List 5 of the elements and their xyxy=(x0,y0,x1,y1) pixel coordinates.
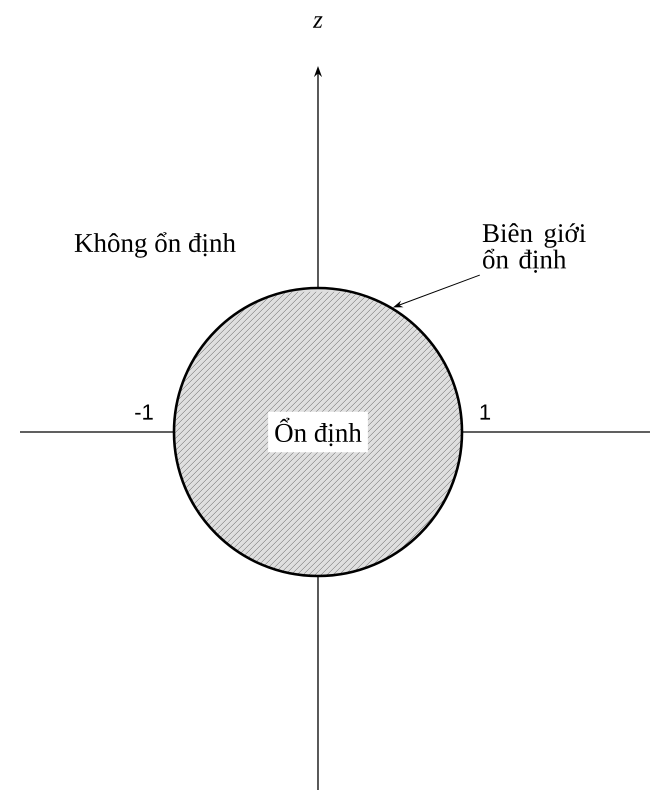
boundary-label: Biên giới ổn định xyxy=(482,223,586,273)
tick-label: -1 xyxy=(135,404,153,420)
region-label: Không ổn định xyxy=(74,232,236,258)
tick-label: 1 xyxy=(480,404,490,420)
axis-label: z xyxy=(312,16,323,28)
